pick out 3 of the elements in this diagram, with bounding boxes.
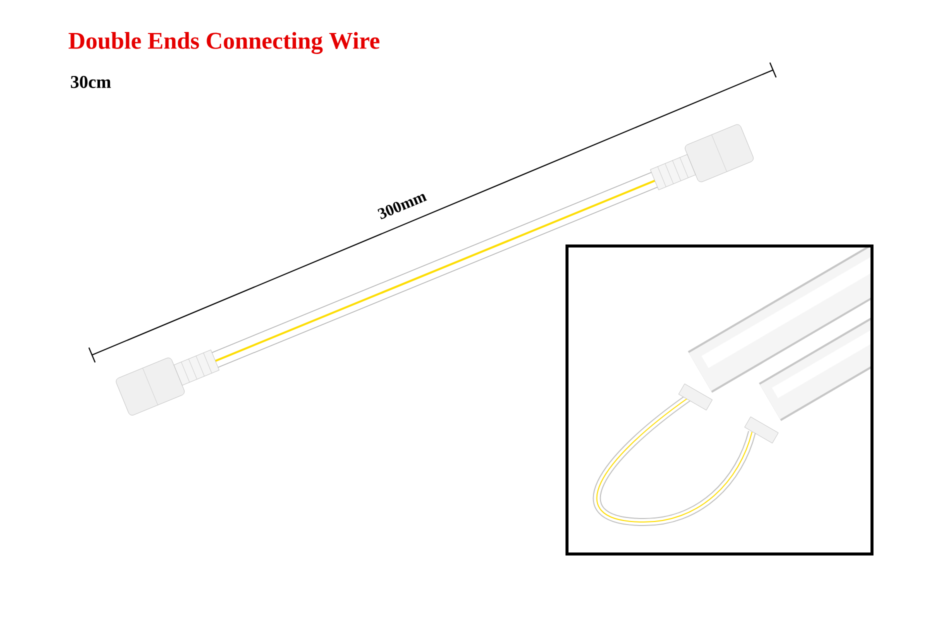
length-label: 30cm xyxy=(70,76,111,88)
dimension-label: 300mm xyxy=(378,194,428,220)
title: Double Ends Connecting Wire xyxy=(68,32,380,54)
